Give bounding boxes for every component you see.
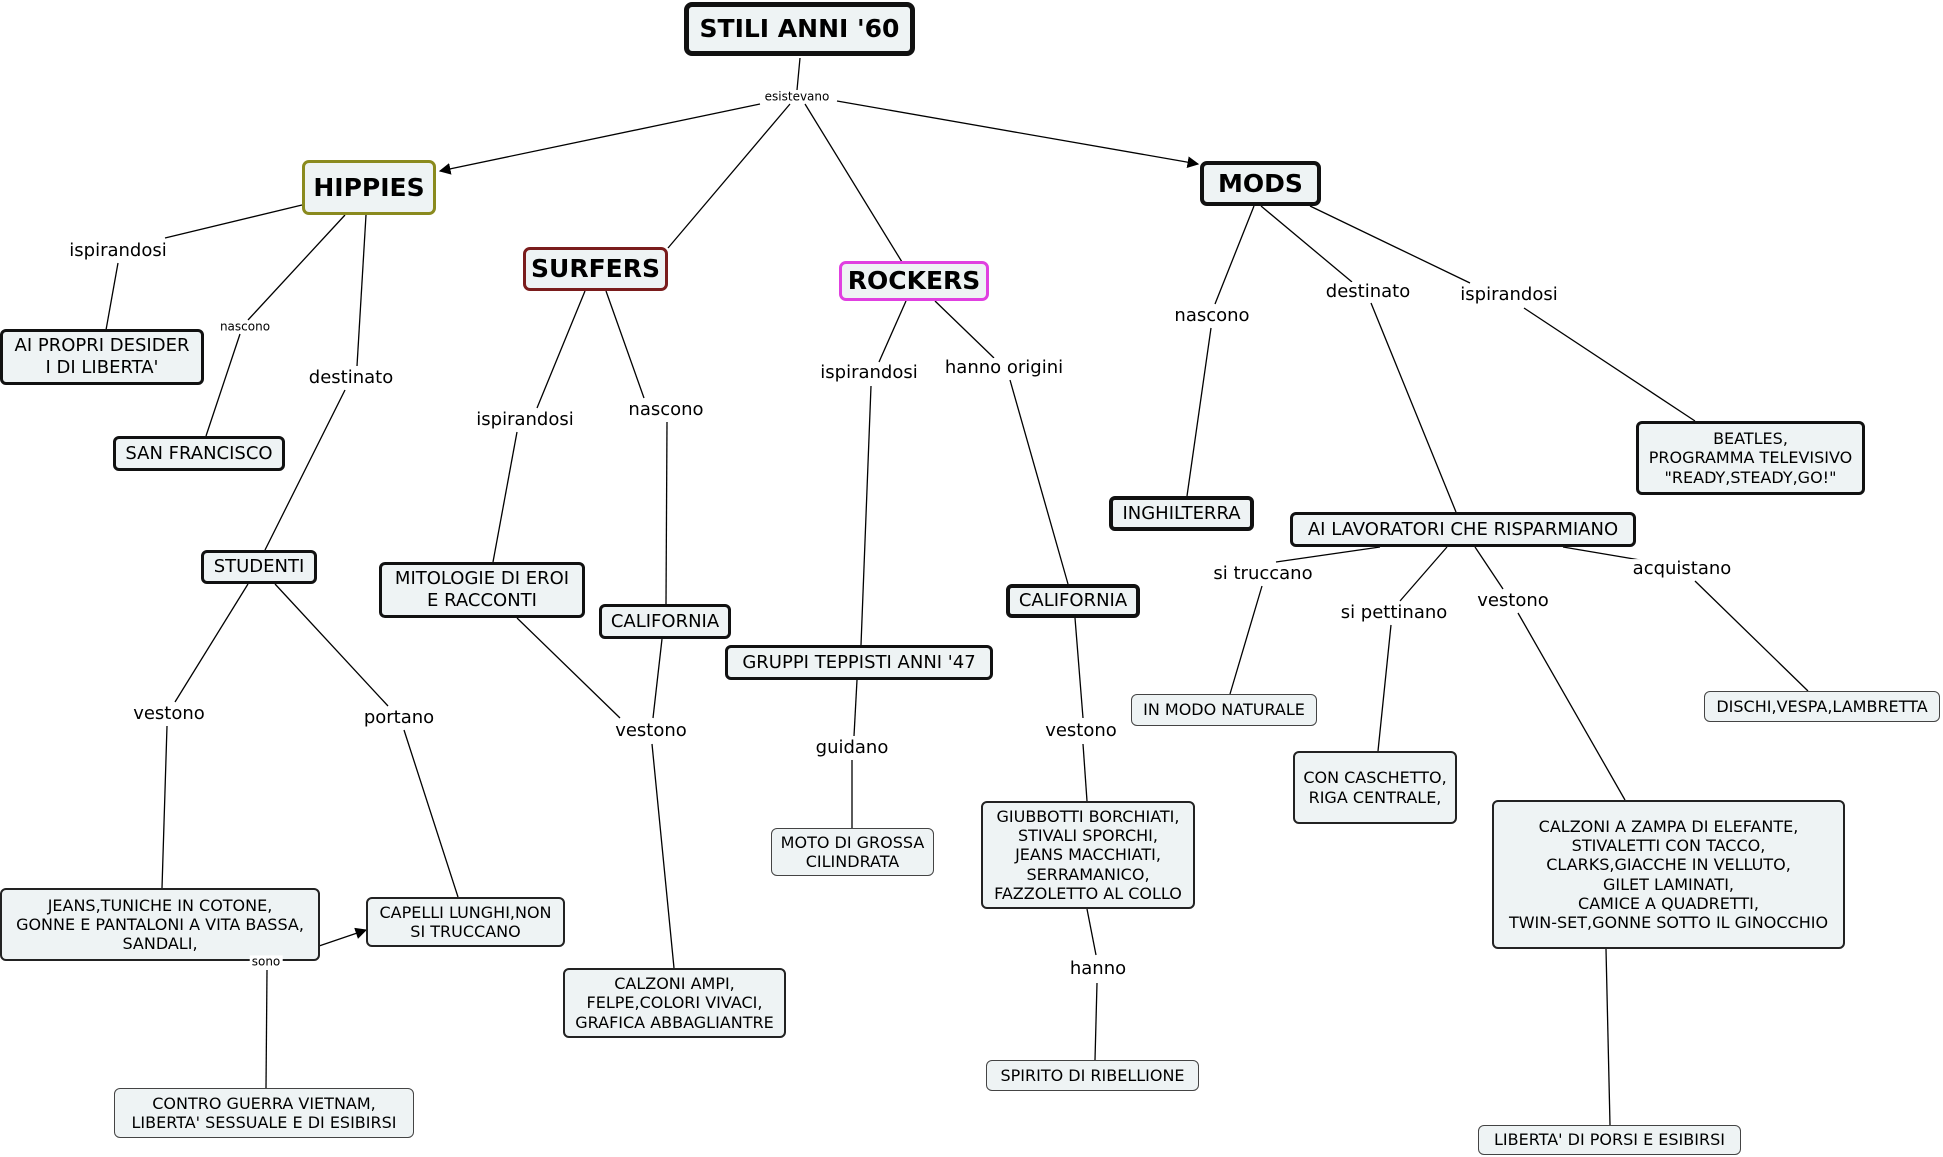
connector-line bbox=[1260, 205, 1353, 283]
connector-line bbox=[1399, 546, 1448, 602]
concept-mods-lavoratori[interactable]: AI LAVORATORI CHE RISPARMIANO bbox=[1290, 512, 1636, 547]
link-rockers-ispirandosi: ispirandosi bbox=[818, 362, 920, 384]
connector-line bbox=[161, 725, 168, 889]
connector-line bbox=[403, 729, 459, 898]
link-surfers-nascono: nascono bbox=[626, 399, 706, 421]
connector-line bbox=[1082, 743, 1088, 802]
concept-root[interactable]: STILI ANNI '60 bbox=[684, 2, 915, 56]
connector-line bbox=[516, 617, 621, 719]
connector-line bbox=[667, 103, 791, 249]
connector-line bbox=[1074, 617, 1084, 719]
concept-san-francisco[interactable]: SAN FRANCISCO bbox=[113, 436, 285, 471]
link-mods-nascono: nascono bbox=[1172, 305, 1252, 327]
connector-line bbox=[665, 421, 668, 605]
connector-line bbox=[1474, 546, 1504, 590]
connector-line bbox=[1523, 307, 1696, 422]
concept-studenti[interactable]: STUDENTI bbox=[201, 550, 317, 584]
connector-line bbox=[1229, 585, 1263, 695]
connector-line bbox=[1605, 948, 1611, 1126]
concept-rockers[interactable]: ROCKERS bbox=[839, 261, 989, 301]
concept-mods[interactable]: MODS bbox=[1200, 161, 1321, 206]
link-surfers-vestono: vestono bbox=[613, 720, 689, 742]
concept-surfers[interactable]: SURFERS bbox=[523, 247, 668, 291]
concept-hippies-guerra[interactable]: CONTRO GUERRA VIETNAM, LIBERTA' SESSUALE… bbox=[114, 1088, 414, 1138]
concept-mods-dischi[interactable]: DISCHI,VESPA,LAMBRETTA bbox=[1704, 691, 1940, 722]
link-rockers-vestono: vestono bbox=[1043, 720, 1119, 742]
connector-line bbox=[1694, 580, 1809, 692]
connector-line bbox=[1009, 379, 1069, 585]
connector-line bbox=[356, 214, 367, 367]
concept-rockers-california[interactable]: CALIFORNIA bbox=[1006, 584, 1140, 618]
concept-mods-liberta[interactable]: LIBERTA' DI PORSI E ESIBIRSI bbox=[1478, 1125, 1741, 1155]
connector-line bbox=[605, 290, 645, 399]
link-mods-truccano: si truccano bbox=[1211, 563, 1315, 585]
connector-arrow bbox=[836, 100, 1200, 168]
connector-line bbox=[164, 204, 303, 239]
connector-arrow bbox=[438, 103, 761, 175]
link-esistevano: esistevano bbox=[762, 89, 832, 104]
concept-surfers-california[interactable]: CALIFORNIA bbox=[599, 604, 731, 639]
connector-line bbox=[1377, 624, 1392, 752]
concept-rockers-spirito[interactable]: SPIRITO DI RIBELLIONE bbox=[986, 1060, 1199, 1091]
connector-line bbox=[652, 638, 663, 719]
connector-line bbox=[274, 583, 389, 707]
concept-mods-inghilterra[interactable]: INGHILTERRA bbox=[1109, 496, 1254, 531]
connector-line bbox=[1562, 546, 1641, 561]
link-rockers-origini: hanno origini bbox=[942, 357, 1066, 379]
concept-mods-calzoni[interactable]: CALZONI A ZAMPA DI ELEFANTE, STIVALETTI … bbox=[1492, 800, 1845, 949]
concept-rockers-gruppi[interactable]: GRUPPI TEPPISTI ANNI '47 bbox=[725, 645, 993, 680]
connector-line bbox=[536, 290, 586, 409]
connector-line bbox=[1275, 546, 1381, 563]
link-hippies-destinato: destinato bbox=[306, 367, 396, 389]
connector-line bbox=[1309, 205, 1471, 284]
connector-line bbox=[492, 431, 518, 563]
concept-rockers-moto[interactable]: MOTO DI GROSSA CILINDRATA bbox=[771, 828, 934, 876]
connector-line bbox=[1186, 327, 1212, 497]
link-hippies-sono: sono bbox=[249, 954, 283, 969]
concept-mods-naturale[interactable]: IN MODO NATURALE bbox=[1131, 694, 1317, 726]
link-mods-pettinano: si pettinano bbox=[1338, 602, 1450, 624]
connector-line bbox=[1214, 205, 1255, 305]
link-hippies-nascono: nascono bbox=[217, 319, 273, 334]
link-mods-vestono: vestono bbox=[1475, 590, 1551, 612]
link-studenti-portano: portano bbox=[361, 707, 437, 729]
connector-line bbox=[878, 300, 907, 363]
concept-rockers-giubbotti[interactable]: GIUBBOTTI BORCHIATI, STIVALI SPORCHI, JE… bbox=[981, 801, 1195, 909]
link-hippies-ispirandosi: ispirandosi bbox=[67, 240, 169, 262]
connector-line bbox=[205, 333, 241, 437]
concept-surfers-calzoni[interactable]: CALZONI AMPI, FELPE,COLORI VIVACI, GRAFI… bbox=[563, 968, 786, 1038]
connector-line bbox=[264, 389, 346, 551]
connector-line bbox=[853, 679, 858, 737]
connector-line bbox=[796, 57, 801, 91]
link-mods-acquistano: acquistano bbox=[1630, 558, 1734, 580]
connector-line bbox=[651, 743, 675, 969]
connector-line bbox=[1094, 982, 1098, 1061]
link-surfers-ispirandosi: ispirandosi bbox=[474, 409, 576, 431]
connector-line bbox=[247, 214, 346, 321]
connector-line bbox=[860, 385, 872, 646]
connector-line bbox=[934, 300, 995, 359]
connector-line bbox=[174, 583, 249, 703]
concept-mods-caschetto[interactable]: CON CASCHETTO, RIGA CENTRALE, bbox=[1293, 751, 1457, 824]
concept-surfers-mitologie[interactable]: MITOLOGIE DI EROI E RACCONTI bbox=[379, 562, 585, 618]
connector-arrow bbox=[318, 927, 368, 947]
link-rockers-hanno: hanno bbox=[1067, 958, 1129, 980]
link-rockers-guidano: guidano bbox=[813, 737, 891, 759]
connector-line bbox=[105, 262, 119, 331]
link-mods-destinato: destinato bbox=[1323, 281, 1413, 303]
concept-mods-beatles[interactable]: BEATLES, PROGRAMMA TELEVISIVO "READY,STE… bbox=[1636, 421, 1865, 495]
connector-line bbox=[1517, 612, 1626, 801]
concept-hippies-jeans[interactable]: JEANS,TUNICHE IN COTONE, GONNE E PANTALO… bbox=[0, 888, 320, 961]
connector-line bbox=[265, 969, 268, 1089]
link-studenti-vestono: vestono bbox=[131, 703, 207, 725]
concept-hippies[interactable]: HIPPIES bbox=[302, 160, 436, 215]
concept-hippies-desideri[interactable]: AI PROPRI DESIDER I DI LIBERTA' bbox=[0, 329, 204, 385]
connector-line bbox=[1370, 302, 1457, 513]
connector-line bbox=[804, 103, 903, 263]
link-mods-ispirandosi: ispirandosi bbox=[1458, 284, 1560, 306]
connector-line bbox=[1086, 908, 1097, 956]
concept-hippies-capelli[interactable]: CAPELLI LUNGHI,NON SI TRUCCANO bbox=[366, 897, 565, 947]
